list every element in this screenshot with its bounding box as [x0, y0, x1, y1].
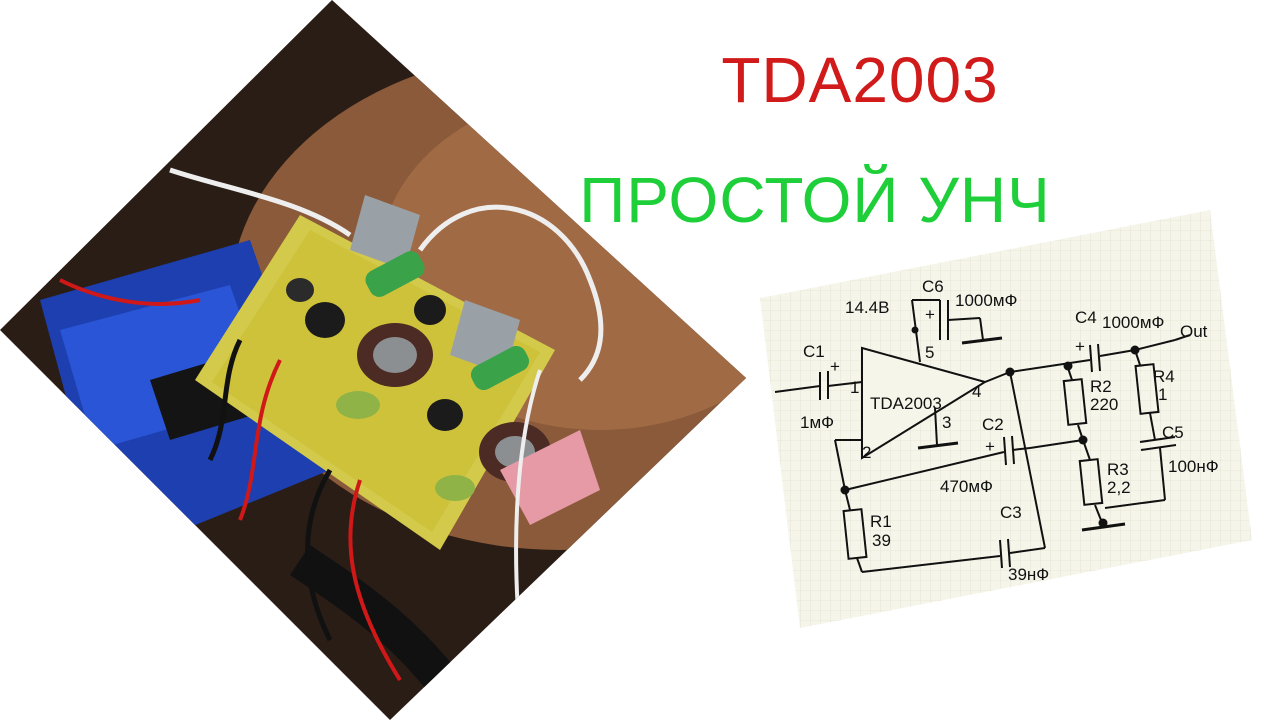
r3-value: 2,2 — [1107, 478, 1131, 497]
r2-name: R2 — [1090, 377, 1112, 396]
c2-value: 470мФ — [940, 477, 993, 496]
c4-value: 1000мФ — [1102, 313, 1164, 332]
c1-plus: + — [830, 357, 840, 376]
amplifier-board-photo — [0, 0, 746, 720]
c6-name: C6 — [922, 277, 944, 296]
r1-name: R1 — [870, 512, 892, 531]
c6-value: 1000мФ — [955, 291, 1017, 310]
pin-2: 2 — [862, 443, 871, 462]
c2-name: C2 — [982, 415, 1004, 434]
c4-plus: + — [1075, 337, 1085, 356]
supply-label: 14.4В — [845, 298, 889, 317]
r2-value: 220 — [1090, 395, 1118, 414]
c5-name: C5 — [1162, 423, 1184, 442]
c3-value: 39нФ — [1008, 565, 1049, 584]
pin-3: 3 — [942, 413, 951, 432]
c3-name: C3 — [1000, 503, 1022, 522]
r1-value: 39 — [872, 531, 891, 550]
pin-1: 1 — [850, 378, 859, 397]
out-label: Out — [1180, 322, 1208, 341]
title-simple-amplifier: ПРОСТОЙ УНЧ — [579, 164, 1051, 236]
c6-plus: + — [925, 305, 935, 324]
c2-plus: + — [985, 437, 995, 456]
r3-name: R3 — [1107, 460, 1129, 479]
c5-value: 100нФ — [1168, 457, 1219, 476]
c4-name: C4 — [1075, 308, 1097, 327]
r4-name: R4 — [1153, 367, 1175, 386]
c1-value: 1мФ — [800, 413, 834, 432]
r4-value: 1 — [1158, 385, 1167, 404]
chip-label: TDA2003 — [870, 394, 942, 413]
pin-5: 5 — [925, 343, 934, 362]
pin-4: 4 — [972, 382, 981, 401]
title-tda2003: TDA2003 — [721, 44, 999, 116]
c1-name: C1 — [803, 342, 825, 361]
